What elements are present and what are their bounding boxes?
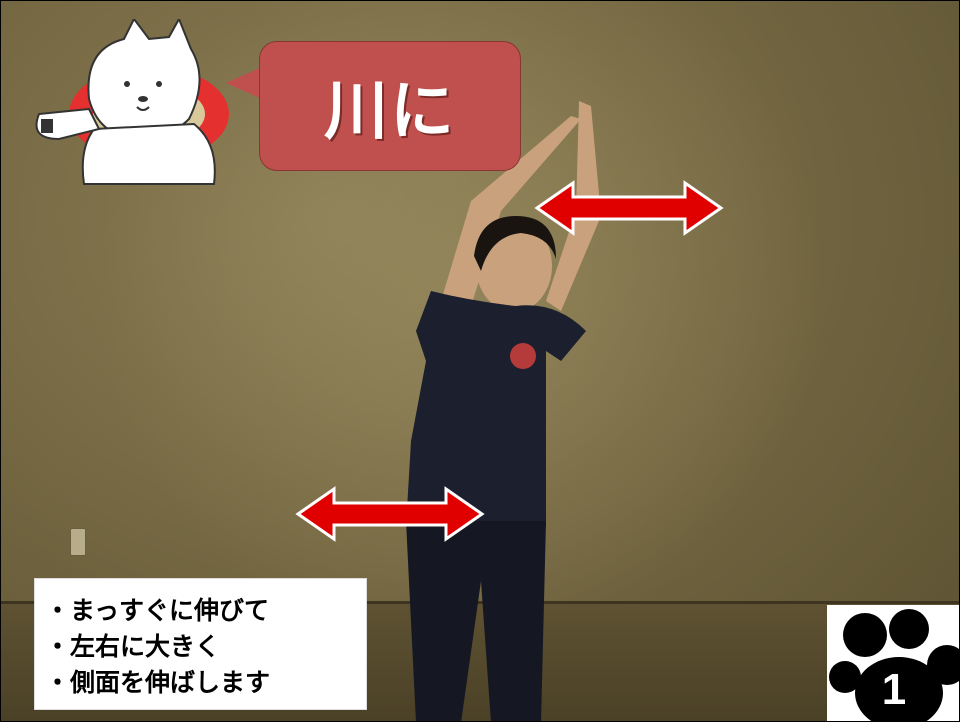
caption-line-3: ・側面を伸ばします [45,668,271,697]
double-arrow-icon-upper [534,180,724,236]
caption-box: ・まっすぐに伸びて ・左右に大きく ・側面を伸ばします [34,578,367,710]
wall-outlet [70,528,86,556]
paw-badge: 1 [827,605,959,721]
caption-line-2: ・左右に大きく [45,632,221,661]
paw-icon [829,609,959,721]
double-arrow-icon-lower [295,486,485,542]
paw-badge-number: 1 [881,665,907,714]
speech-bubble-text: 川に [324,75,456,149]
speech-bubble-tail [226,67,262,99]
dog-mascot-icon [35,19,229,185]
caption-line-1: ・まっすぐに伸びて [45,596,270,625]
speech-bubble: 川に [259,41,521,171]
